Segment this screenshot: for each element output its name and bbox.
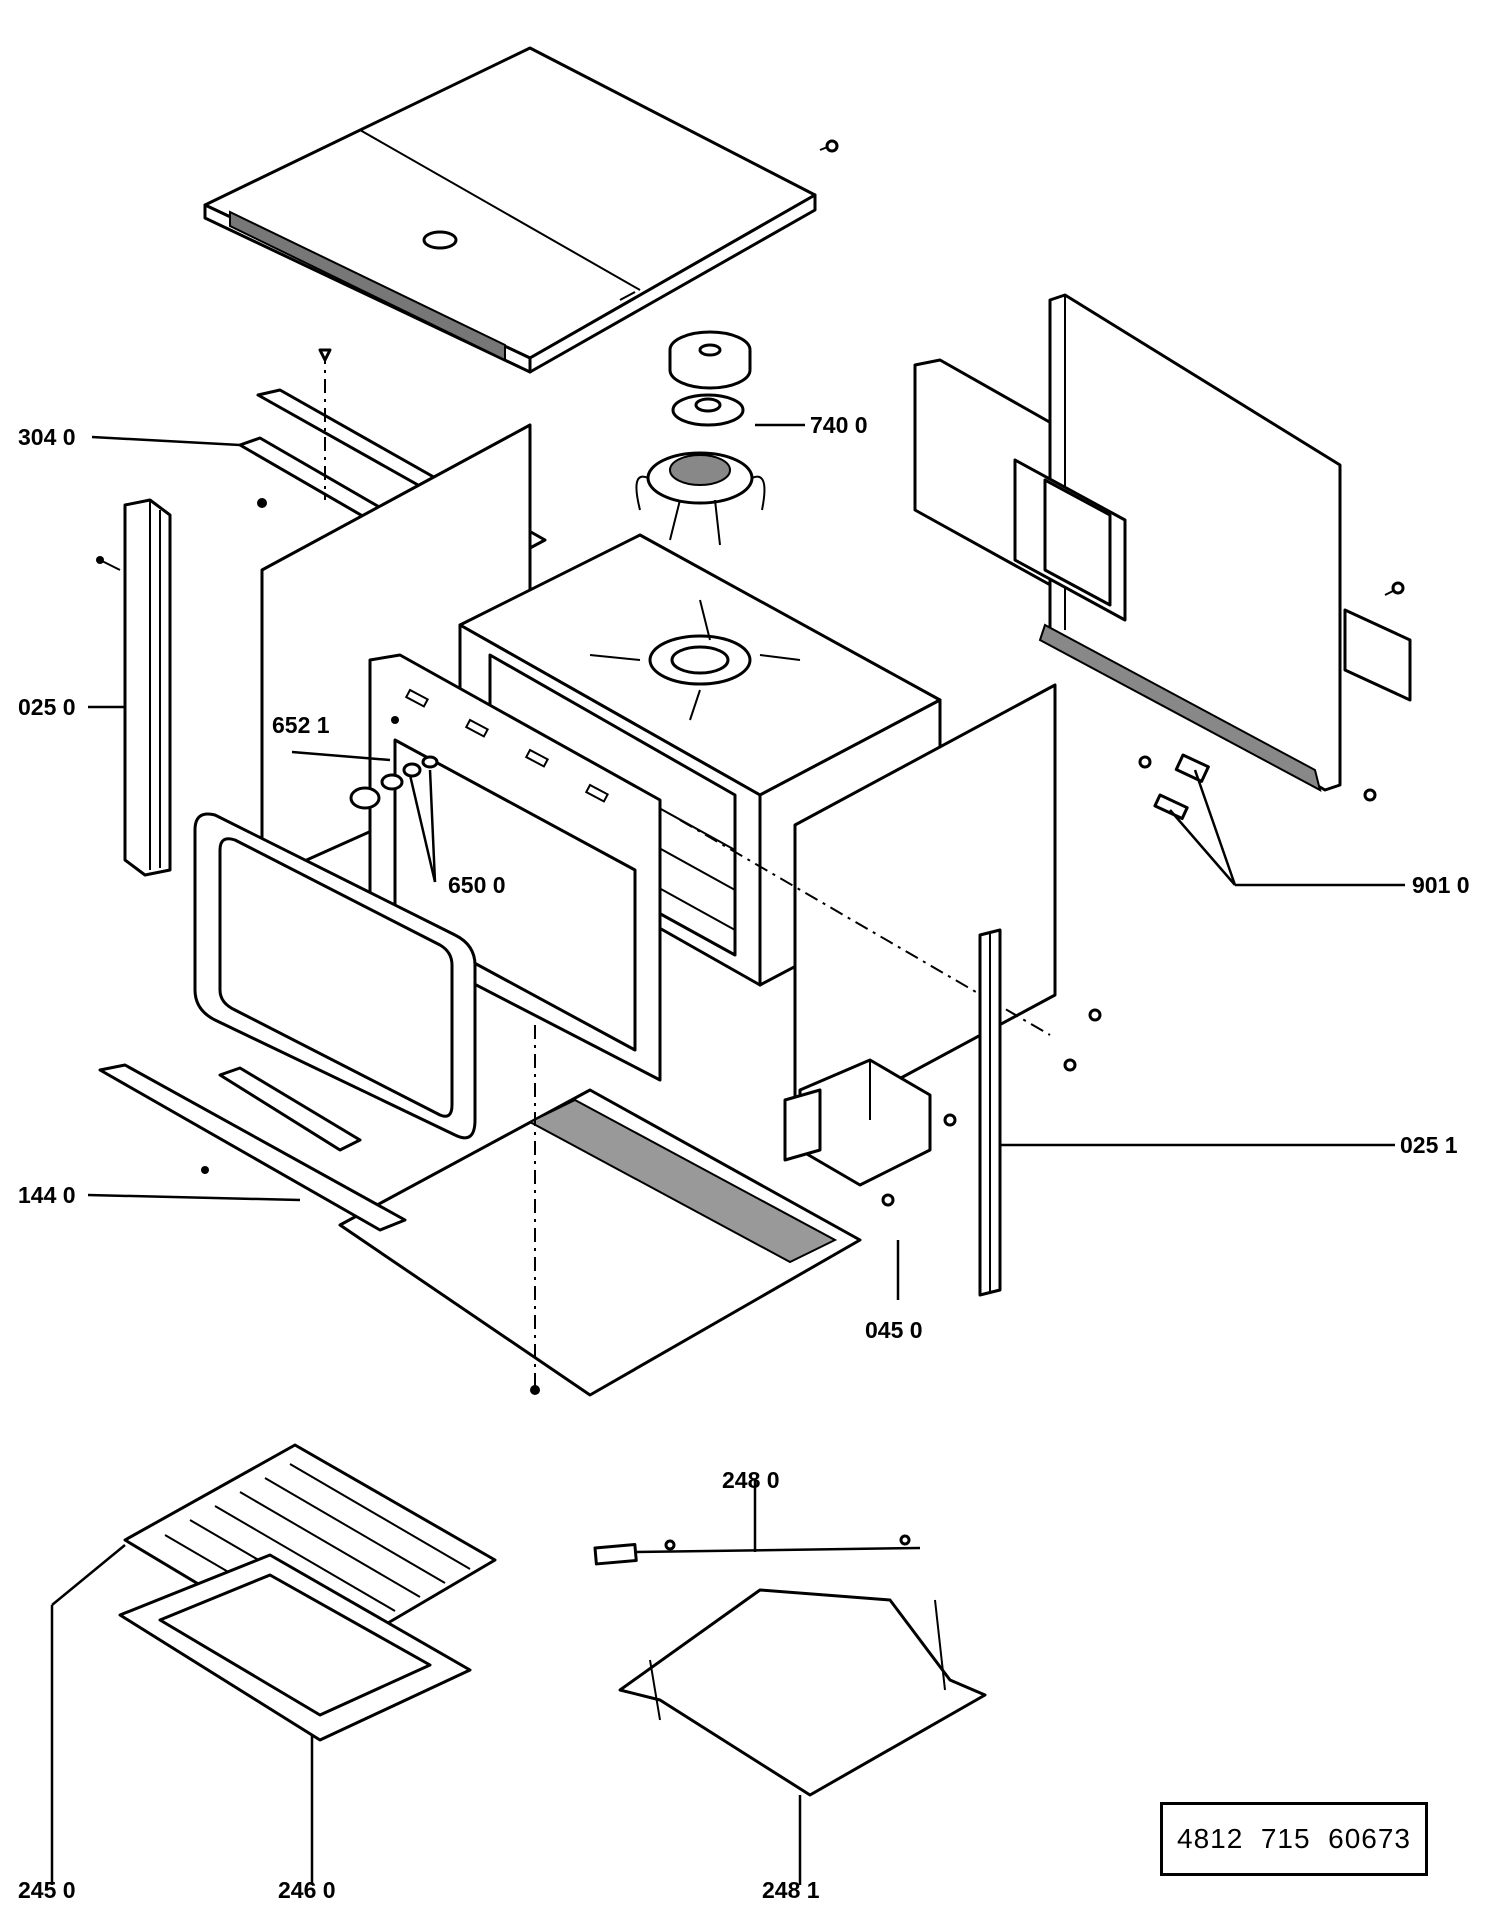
callout-248-top: 248 0 [722,1467,780,1493]
back-panel [913,293,1412,802]
front-rails [98,1063,407,1232]
front-frame [368,653,662,1082]
left-vertical-rail [96,498,172,877]
callout-650: 650 0 [448,872,506,898]
leader-lines [50,423,1405,1885]
door-switch-parts [1138,753,1210,821]
top-cover-panel [203,46,839,374]
callout-025-right: 025 1 [1400,1132,1458,1158]
callout-245: 245 0 [18,1877,76,1903]
door-gasket [193,812,477,1140]
control-knob [349,755,439,810]
callout-144: 144 0 [18,1182,76,1208]
right-vertical-rail [978,928,1002,1297]
document-number: 4812 715 60673 [1177,1823,1411,1854]
baking-tray [118,1553,472,1742]
spit-frame [618,1588,987,1797]
document-number-box: 4812 715 60673 [1160,1802,1428,1876]
switch-box [783,1058,957,1207]
callout-246: 246 0 [278,1877,336,1903]
callout-652: 652 1 [272,712,330,738]
rotisserie-spit [593,1534,921,1566]
callout-045: 045 0 [865,1317,923,1343]
callout-248-bottom: 248 1 [762,1877,820,1903]
callout-025-left: 025 0 [18,694,76,720]
fan-assembly [635,330,766,546]
callout-901: 901 0 [1412,872,1470,898]
bottom-panel [338,1025,862,1397]
callout-304: 304 0 [18,424,76,450]
callout-740: 740 0 [810,412,868,438]
